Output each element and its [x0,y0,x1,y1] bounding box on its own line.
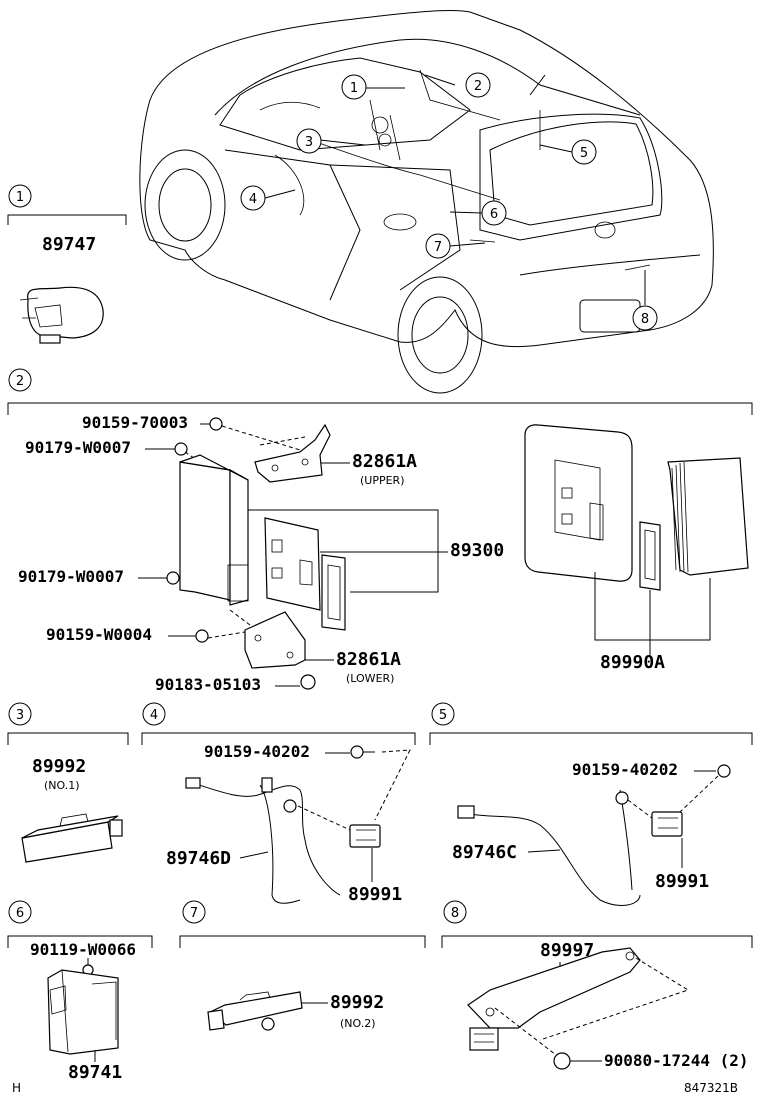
svg-text:4: 4 [249,192,257,207]
part-90179-w0007-b: 90179-W0007 [18,567,124,586]
car-illustration [139,9,714,394]
antenna-no2-part [207,991,303,1031]
ecu-box-part [179,454,249,606]
part-89746c: 89746C [452,842,517,863]
part-90179-w0007-a: 90179-W0007 [25,438,131,457]
part-89741: 89741 [68,1062,122,1083]
svg-text:(NO.1): (NO.1) [44,779,80,792]
svg-text:(UPPER): (UPPER) [360,474,405,487]
svg-text:(NO.2): (NO.2) [340,1017,376,1030]
car-callout-1: 1 [341,74,367,100]
part-89300: 89300 [450,540,504,561]
svg-text:2: 2 [474,79,482,94]
svg-text:5: 5 [580,146,588,161]
section-8: 8 89997 90080-17244 (2) [441,900,753,1070]
part-82861a-upper: 82861A [352,451,417,472]
part-82861a-lower: 82861A [336,649,401,670]
section-1: 1 89747 [7,184,127,344]
svg-text:1: 1 [16,190,24,205]
svg-text:4: 4 [150,708,158,723]
car-callout-7: 7 [425,233,451,259]
car-callout-3: 3 [296,128,322,154]
part-90159-70003: 90159-70003 [82,413,188,432]
part-89990a: 89990A [600,652,665,673]
part-89747: 89747 [42,234,96,255]
part-90159-40202-a: 90159-40202 [204,742,310,761]
part-89991-b: 89991 [655,871,709,892]
svg-text:3: 3 [305,135,313,150]
part-89991-a: 89991 [348,884,402,905]
handle-89997-part [467,947,641,1051]
svg-text:7: 7 [190,906,198,921]
car-callout-6: 6 [481,200,507,226]
section-5: 5 90159-40202 89746C 89991 [429,702,753,906]
part-89992-no1: 89992 [32,756,86,777]
part-90119-w0066: 90119-W0066 [30,940,136,959]
section-4: 4 90159-40202 89746D 89991 [141,702,416,905]
car-callout-2: 2 [465,72,491,98]
part-90159-w0004: 90159-W0004 [46,625,152,644]
svg-text:3: 3 [16,708,24,723]
part-89997: 89997 [540,940,594,961]
lower-bracket-part [244,611,306,669]
svg-text:1: 1 [350,81,358,96]
section-3: 3 89992 (NO.1) [7,702,129,863]
svg-text:8: 8 [451,906,459,921]
car-callout-5: 5 [571,139,597,165]
section-7: 7 89992 (NO.2) [179,900,426,1031]
module-89741-part [47,969,119,1055]
svg-text:7: 7 [434,240,442,255]
svg-text:5: 5 [439,708,447,723]
svg-text:8: 8 [641,312,649,327]
footer-diagram-id: 847321B [684,1081,738,1095]
svg-text:(LOWER): (LOWER) [346,672,394,685]
section-2: 2 90159-70003 90179-W0007 82861A (UPPER)… [7,368,753,694]
ecu-cover-part [264,517,346,631]
upper-bracket-part [254,423,331,483]
harness-89746d-part [185,777,381,904]
harness-89746c-part [457,789,683,906]
svg-text:2: 2 [16,374,24,389]
section-6: 6 90119-W0066 89741 [7,900,153,1083]
part-90159-40202-b: 90159-40202 [572,760,678,779]
part-89746d: 89746D [166,848,231,869]
alarm-siren-part [19,286,104,344]
key-set-part [524,424,749,591]
antenna-no1-part [21,813,123,863]
part-90183-05103: 90183-05103 [155,675,261,694]
part-90080-17244: 90080-17244 (2) [604,1051,749,1070]
part-89992-no2: 89992 [330,992,384,1013]
car-callout-4: 4 [240,185,266,211]
car-callout-8: 8 [632,305,658,331]
footer-left-code: H [12,1081,21,1095]
svg-text:6: 6 [16,906,24,921]
svg-text:6: 6 [490,207,498,222]
